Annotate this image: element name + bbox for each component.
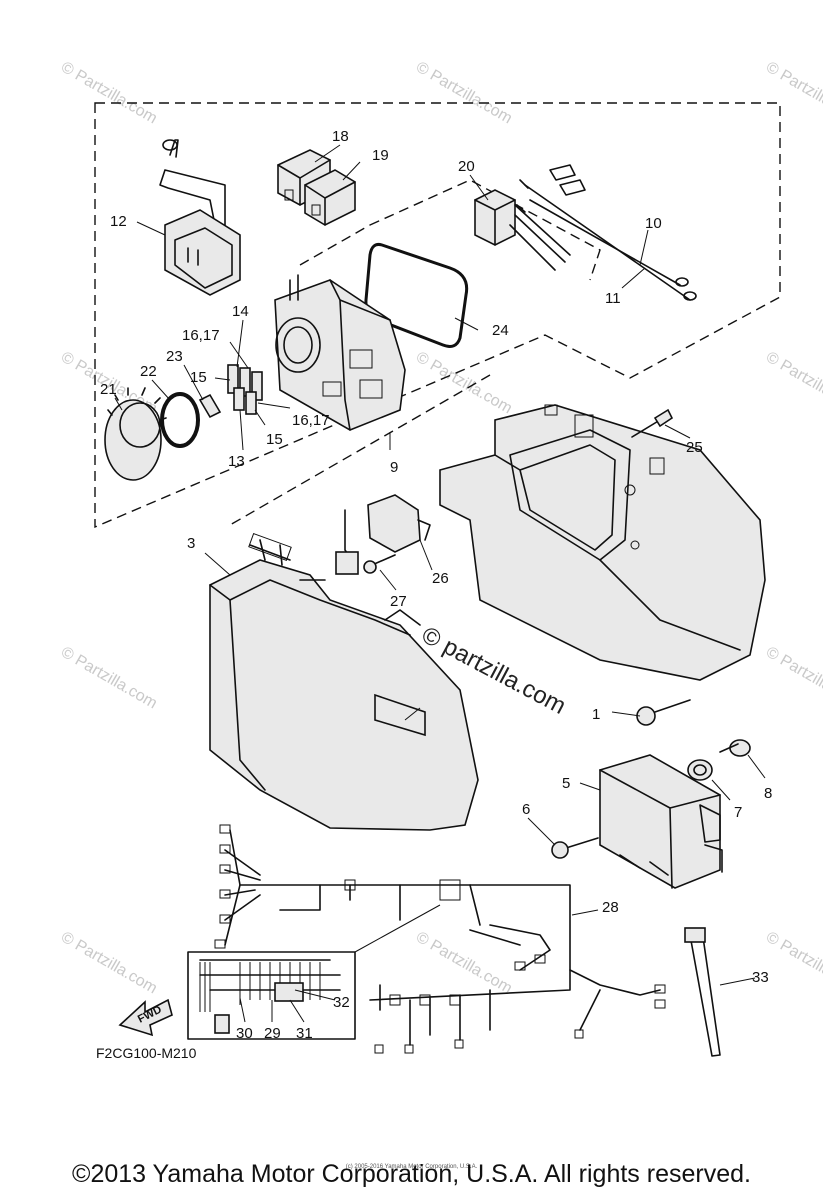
watermark: © Partzilla.com — [58, 59, 160, 128]
callout-9: 9 — [390, 459, 398, 476]
part-10-11-cables — [516, 164, 697, 301]
callout-21: 21 — [100, 381, 117, 398]
callout-15: 15 — [266, 431, 283, 448]
callout-20: 20 — [458, 158, 475, 175]
part-28-wire-harness — [214, 824, 666, 1054]
callout-7: 7 — [734, 804, 742, 821]
callout-23: 23 — [166, 348, 183, 365]
part-21-cap — [104, 387, 167, 481]
callout-labels: 12 18 19 20 10 11 24 14 16,17 23 15 22 2… — [100, 128, 772, 1042]
callout-15: 15 — [190, 369, 207, 386]
watermark: © Partzilla.com — [763, 349, 823, 418]
part-27-screw — [363, 554, 396, 574]
diagram-code: F2CG100-M210 — [96, 1045, 197, 1061]
part-5-ecu — [599, 754, 723, 889]
forward-arrow: FWD — [118, 998, 173, 1037]
part-8-collar — [719, 739, 751, 757]
part-20-sensor — [474, 189, 571, 271]
part-9-throttle-body — [274, 274, 406, 431]
part-23-clip — [198, 393, 222, 419]
callout-24: 24 — [492, 322, 509, 339]
part-22-o-ring — [160, 392, 200, 448]
inner-dashed-frame — [229, 179, 601, 526]
callout-30: 30 — [236, 1025, 253, 1042]
copyright-notice: ©2013 Yamaha Motor Corporation, U.S.A. A… — [72, 1160, 751, 1188]
callout-28: 28 — [602, 899, 619, 916]
part-26-sensor — [335, 494, 431, 575]
part-25-case-lower — [439, 404, 766, 681]
callout-19: 19 — [372, 147, 389, 164]
callout-25: 25 — [686, 439, 703, 456]
callout-5: 5 — [562, 775, 570, 792]
callout-31: 31 — [296, 1025, 313, 1042]
callout-12: 12 — [110, 213, 127, 230]
callout-29: 29 — [264, 1025, 281, 1042]
callout-13: 13 — [228, 453, 245, 470]
watermark: © Partzilla.com — [763, 644, 823, 713]
small-print: (c) 2005-2016 Yamaha Motor Corporation, … — [345, 1164, 478, 1170]
callout-26: 26 — [432, 570, 449, 587]
callout-14: 14 — [232, 303, 249, 320]
callout-33: 33 — [752, 969, 769, 986]
watermark: © Partzilla.com — [413, 59, 515, 128]
assembly-boundary-dashed — [94, 102, 781, 529]
part-1-bolt — [636, 699, 691, 726]
watermark: © Partzilla.com — [763, 59, 823, 128]
callout-11: 11 — [605, 290, 621, 307]
callout-8: 8 — [764, 785, 772, 802]
watermark: © Partzilla.com — [58, 929, 160, 998]
part-25-bolt — [631, 408, 674, 438]
part-18-19-relays — [277, 149, 356, 226]
callout-1: 1 — [592, 706, 600, 723]
part-33-cable-tie — [684, 927, 721, 1057]
watermark: © Partzilla.com — [58, 644, 160, 713]
inset-detail-box — [187, 904, 441, 1040]
callout-16-17: 16,17 — [292, 412, 330, 429]
watermark: © Partzilla.com — [763, 929, 823, 998]
part-3-cover — [209, 532, 479, 831]
part-12-cover — [159, 139, 241, 296]
part-7-grommet — [687, 759, 713, 781]
callout-22: 22 — [140, 363, 157, 380]
part-24-gasket — [364, 243, 469, 348]
callout-6: 6 — [522, 801, 530, 818]
part-6-bolt — [551, 837, 599, 859]
callout-3: 3 — [187, 535, 195, 552]
callout-10: 10 — [645, 215, 662, 232]
callout-32: 32 — [333, 994, 350, 1011]
callout-18: 18 — [332, 128, 349, 145]
part-13-17-connectors — [227, 364, 263, 415]
leader-lines — [114, 144, 766, 1023]
watermark: © Partzilla.com — [413, 349, 515, 418]
callout-27: 27 — [390, 593, 407, 610]
callout-16-17: 16,17 — [182, 327, 220, 344]
